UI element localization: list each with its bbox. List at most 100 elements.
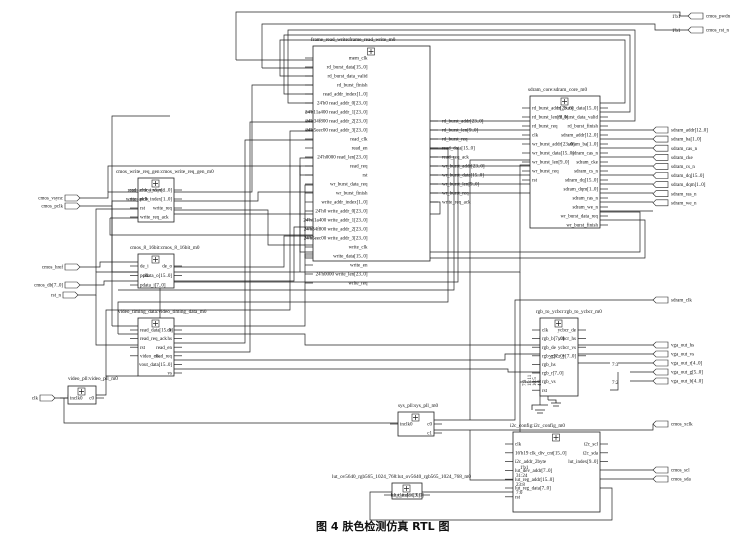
expand-icon[interactable] bbox=[554, 319, 563, 328]
port-in-label: pclk bbox=[140, 198, 149, 203]
port-out-label: ycbcr_hs bbox=[558, 337, 576, 342]
port-out-label: ycbcr_de bbox=[558, 329, 577, 334]
port-out-label: rd_burst_len[9..0] bbox=[442, 129, 478, 134]
port-in-label: rd_burst_len[9..0] bbox=[532, 116, 568, 121]
expand-icon[interactable] bbox=[402, 484, 411, 493]
port-in-label: rst bbox=[515, 495, 521, 500]
port-out-label: de_o bbox=[162, 265, 172, 270]
block-title: i2c_config:i2c_config_m0 bbox=[510, 422, 565, 429]
expand-icon[interactable] bbox=[552, 433, 560, 442]
expand-icon[interactable] bbox=[151, 255, 160, 264]
expand-icon[interactable] bbox=[367, 47, 375, 56]
port-out-label: write_addr_index[1..0] bbox=[126, 198, 172, 203]
port-out-label: sdram_dqm[1..0] bbox=[564, 188, 599, 193]
pin-label: sdram_cas_n bbox=[671, 147, 698, 152]
block-title: sdram_core:sdram_core_m0 bbox=[528, 87, 587, 93]
block-title: cmos_8_16bit:cmos_8_16bit_m0 bbox=[130, 245, 200, 251]
expand-icon[interactable] bbox=[411, 413, 420, 422]
port-out-label: c0 bbox=[427, 423, 432, 428]
block-title: sys_pll:sys_pll_m0 bbox=[398, 403, 438, 409]
port-in-label: video_clk bbox=[140, 354, 160, 359]
port-in-label: 24'h5eec00 read_addr_3[23..0] bbox=[305, 129, 367, 134]
bus-tag: 10:5 bbox=[533, 377, 538, 386]
pin-label: cmos_scl bbox=[671, 469, 690, 474]
port-in-label: pdata_i[7..0] bbox=[140, 284, 166, 289]
port-out-label: sdram_cke bbox=[576, 161, 598, 166]
port-in-label: rd_burst_req bbox=[532, 125, 558, 130]
port-in-label: wr_burst_data_req bbox=[330, 183, 368, 188]
port-in-label: read_data[15..0] bbox=[140, 329, 173, 334]
port-in-label: rgb_de bbox=[542, 346, 557, 351]
block-title: rgb_to_ycbcr:rgb_to_ycbcr_m0 bbox=[536, 309, 602, 315]
port-out-label: wr_burst_data[15..0] bbox=[442, 174, 484, 179]
pin-label: sdram_dq[15..0] bbox=[671, 174, 704, 179]
port-in-label: 24'h11a400 read_addr_1[23..0] bbox=[305, 111, 368, 116]
bus-tag: 15:11 bbox=[528, 374, 533, 386]
output-pin-vga-out-r: vga_out_r[4..0] bbox=[652, 359, 702, 367]
port-out-label: vs bbox=[168, 372, 173, 377]
pin-label: cmos_rst_n bbox=[706, 29, 730, 34]
port-in-label: write_clk bbox=[349, 246, 368, 251]
port-out-label: c1 bbox=[427, 432, 432, 437]
output-pin-cmos-scl: cmos_scl bbox=[652, 466, 690, 474]
output-pin-cmos-sda: cmos_sda bbox=[652, 475, 692, 483]
figure-caption: 图 4 肤色检测仿真 RTL 图 bbox=[316, 519, 449, 533]
block-title: cmos_write_req_gen:cmos_write_req_gen_m0 bbox=[116, 169, 214, 175]
port-out-label: wr_burst_data_req bbox=[561, 215, 599, 220]
module-blocks: frame_read_write:frame_read_write_m0mem_… bbox=[60, 36, 619, 513]
output-pin-sdram-dq: sdram_dq[15..0] bbox=[652, 172, 704, 179]
pin-label: sdram_clk bbox=[671, 299, 692, 304]
port-out-label: sdram_addr[12..0] bbox=[561, 134, 598, 139]
pin-label: sdram_cs_n bbox=[671, 165, 695, 170]
block-vtd: video_timing_data:video_timing_data_m0re… bbox=[118, 309, 207, 377]
pin-label: cmos_pwdn bbox=[706, 15, 731, 20]
port-out-label: read_req_ack bbox=[442, 156, 469, 161]
port-in-label: 24'h0 read_addr_0[23..0] bbox=[317, 102, 368, 107]
port-out-label: rd_burst_addr[23..0] bbox=[442, 120, 484, 125]
port-in-label: rst bbox=[363, 174, 369, 179]
port-in-label: 24'h11a400 write_addr_1[23..0] bbox=[303, 219, 368, 224]
port-in-label: read_addr_index[1..0] bbox=[323, 93, 368, 98]
pin-label: vga_out_r[4..0] bbox=[671, 362, 702, 367]
block-lut: lut_ov5640_rgb565_1024_768:lut_ov5640_rg… bbox=[332, 474, 471, 500]
port-out-label: read_en bbox=[156, 346, 172, 351]
bus-tag: 4:0 bbox=[538, 379, 543, 386]
pin-label: vga_out_hs bbox=[671, 344, 694, 349]
port-in-label: rd_burst_finish bbox=[337, 84, 368, 89]
port-out-label: sdram_cs_n bbox=[574, 170, 598, 175]
port-out-label: lut_data[31..0] bbox=[391, 494, 421, 499]
port-in-label: read_req bbox=[350, 165, 368, 170]
output-pin-sdram-cke: sdram_cke bbox=[652, 154, 693, 161]
output-pin-cmos-xclk: cmos_xclk bbox=[652, 420, 693, 428]
expand-icon[interactable] bbox=[77, 387, 86, 396]
port-out-label: rd_burst_data_valid bbox=[558, 116, 598, 121]
port-in-label: cmos_vsync bbox=[140, 189, 166, 194]
port-in-label: wr_burst_data[15..0] bbox=[532, 152, 574, 157]
output-pin-vga-out-g: vga_out_g[5..0] bbox=[652, 368, 703, 376]
output-pin-sdram-clk: sdram_clk bbox=[652, 296, 692, 304]
port-out-label: c0 bbox=[89, 397, 94, 402]
wire-net bbox=[55, 11, 688, 521]
output-pin-sdram-ba: sdram_ba[1..0] bbox=[652, 135, 702, 143]
expand-icon[interactable] bbox=[560, 97, 569, 106]
port-in-label: i2c_addr_2byte bbox=[515, 460, 547, 465]
block-frame: frame_read_write:frame_read_write_m0mem_… bbox=[303, 36, 485, 287]
port-in-label: 24'h0 write_addr_0[23..0] bbox=[315, 210, 367, 215]
expand-icon[interactable] bbox=[151, 179, 160, 188]
port-out-label: wr_burst_finish bbox=[566, 224, 598, 229]
input-pin-cmos-vsync: cmos_vsync bbox=[38, 194, 81, 202]
pin-label: vga_out_b[4..0] bbox=[671, 380, 703, 385]
block-title: lut_ov5640_rgb565_1024_768:lut_ov5640_rg… bbox=[332, 474, 471, 480]
port-in-label: wr_burst_finish bbox=[336, 192, 368, 197]
port-in-label: 24'h34f800 read_addr_2[23..0] bbox=[305, 120, 367, 125]
expand-icon[interactable] bbox=[151, 319, 160, 328]
pin-label: sdram_dqm[1..0] bbox=[671, 183, 706, 188]
port-in-label: read_req_ack bbox=[140, 337, 167, 342]
pin-label: vga_out_vs bbox=[671, 353, 694, 358]
port-in-label: rgb_b[7..0] bbox=[542, 337, 565, 342]
block-rgb: rgb_to_ycbcr:rgb_to_ycbcr_m0clkrgb_b[7..… bbox=[532, 309, 602, 397]
bus-tag: 7:3 bbox=[612, 363, 619, 368]
port-out-label: rd_burst_data[15..0] bbox=[557, 107, 598, 112]
